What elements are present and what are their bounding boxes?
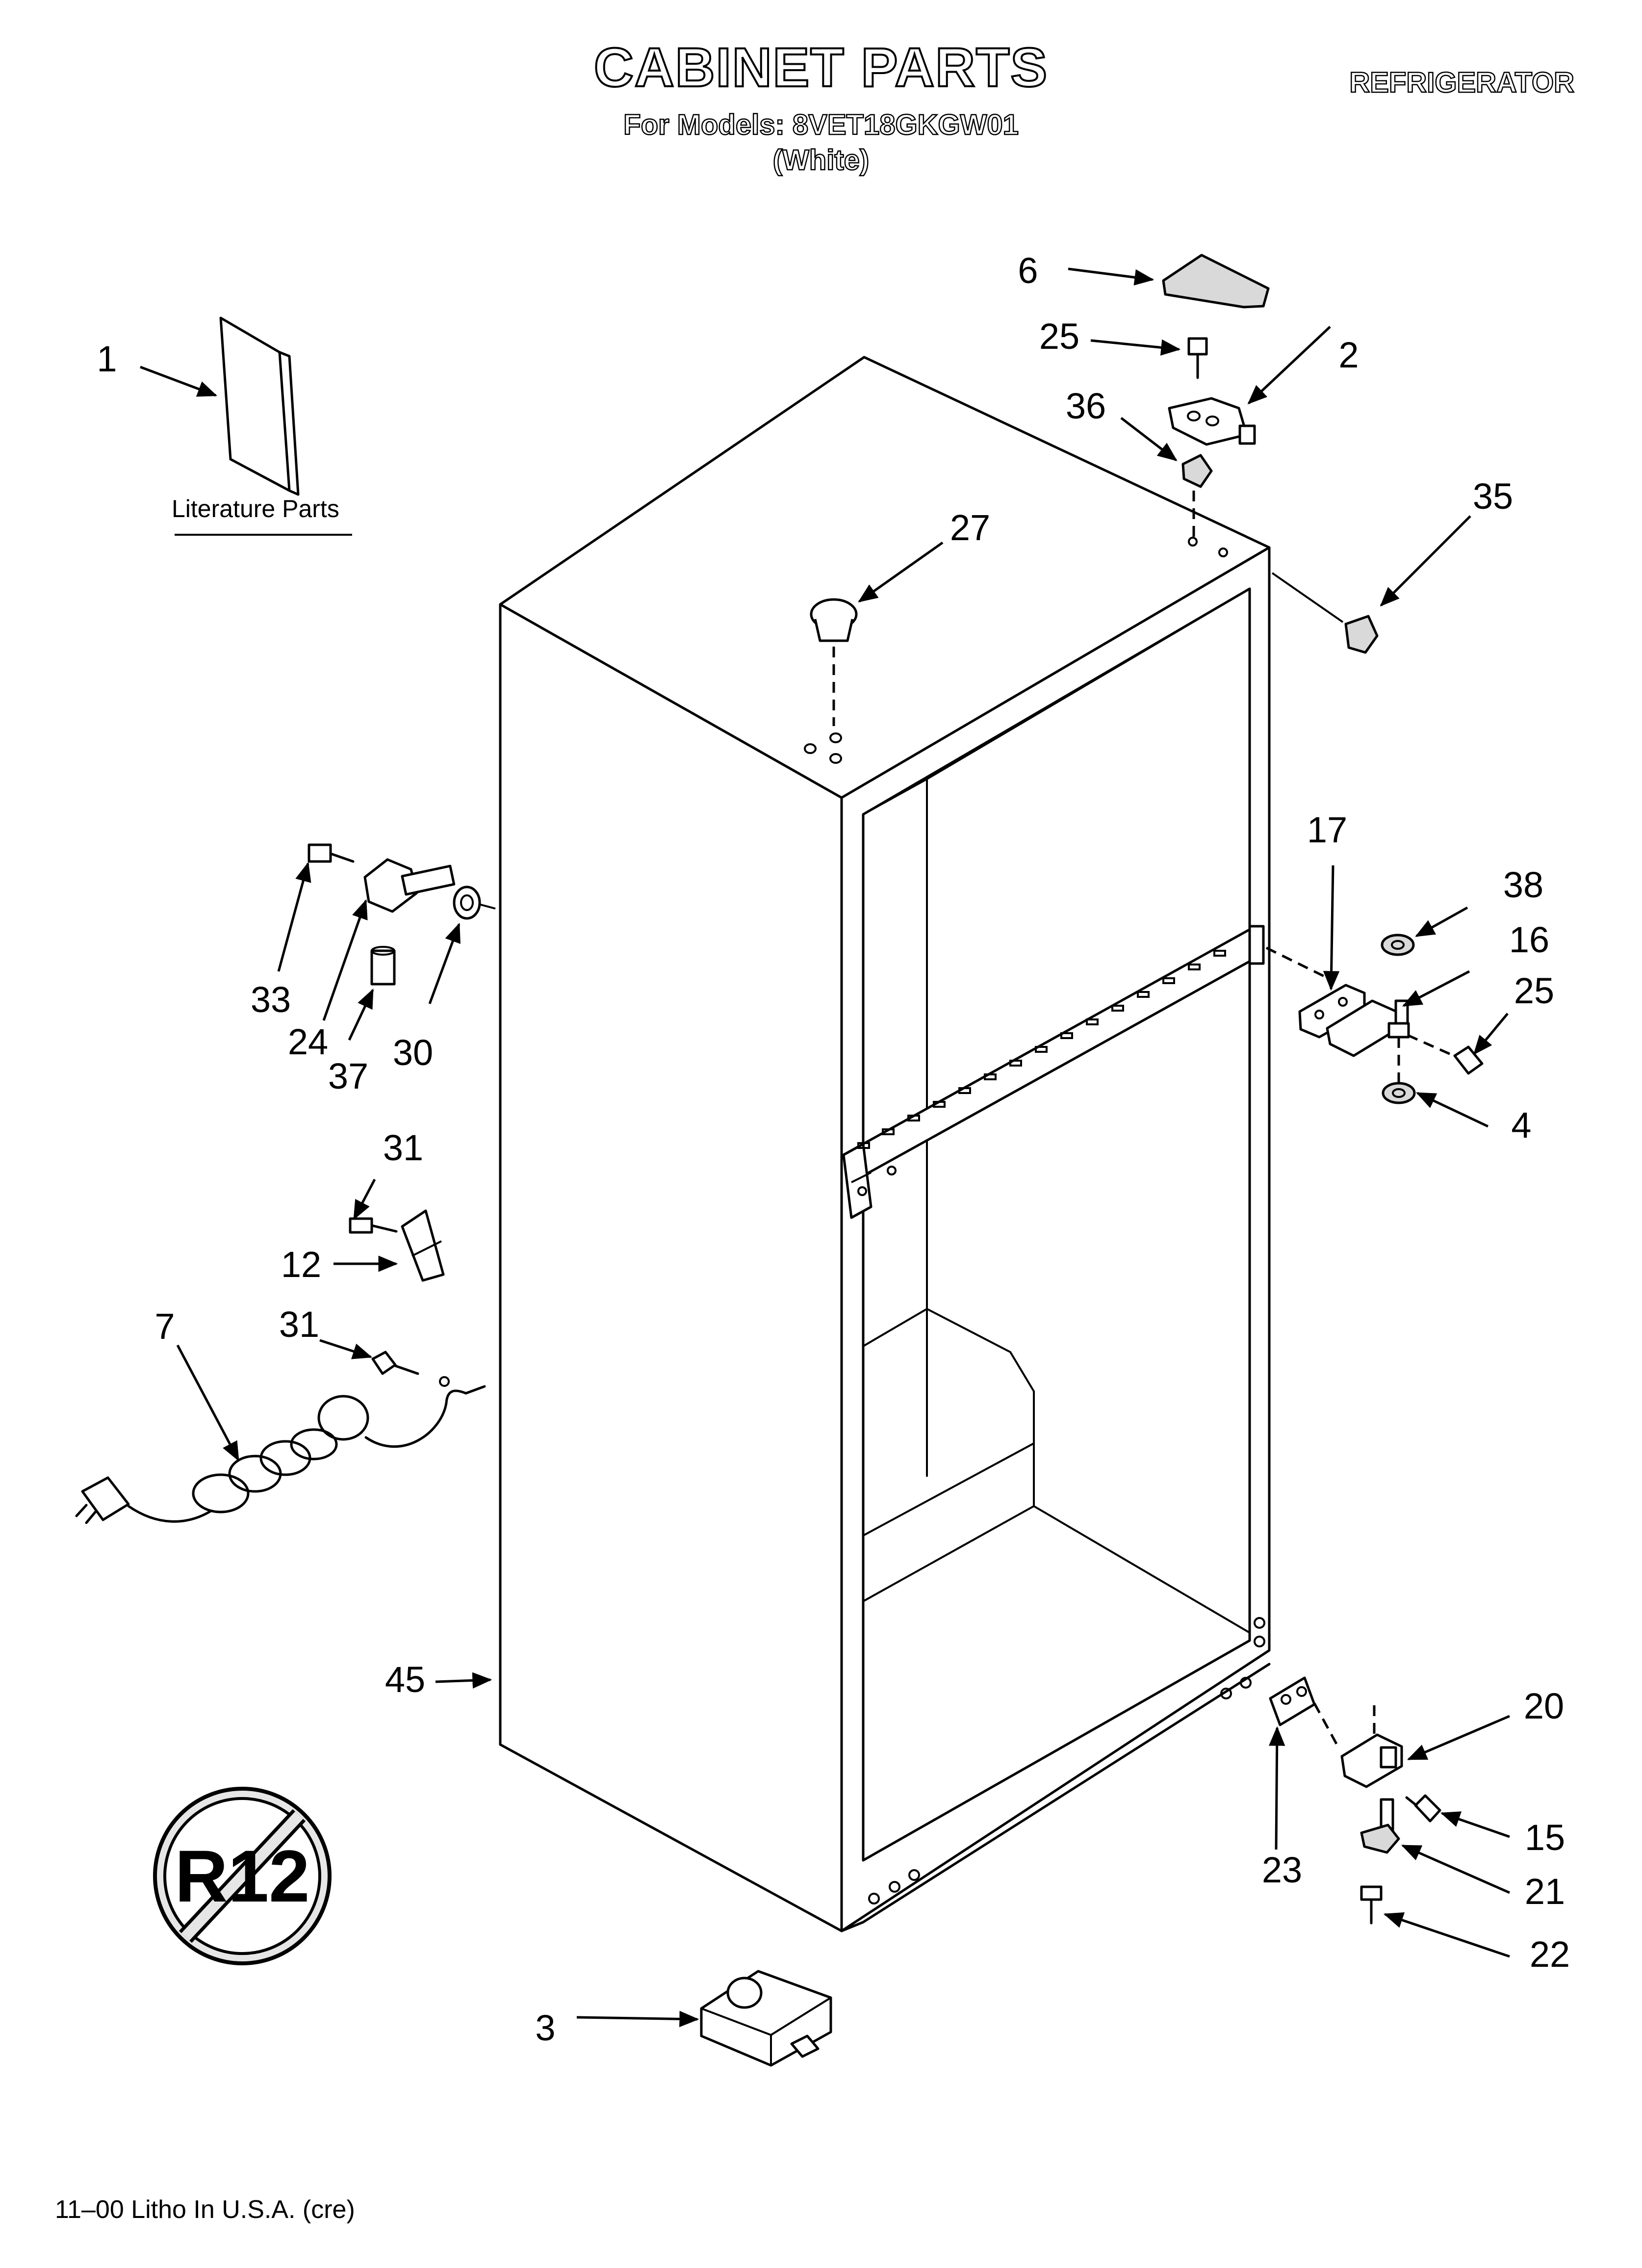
power-cord (75, 1376, 486, 1524)
refrigerator-cabinet (499, 356, 1271, 1932)
callout-27: 27 (949, 507, 991, 548)
callout-12: 12 (281, 1244, 322, 1285)
model-color: (White) (772, 144, 870, 176)
front-roller (700, 1970, 832, 2067)
model-number: For Models: 8VET18GKGW01 (623, 109, 1019, 141)
callout-4: 4 (1511, 1105, 1532, 1146)
top-hinge-shim (1181, 454, 1213, 488)
callout-31-top: 31 (383, 1127, 424, 1168)
callout-20: 20 (1523, 1686, 1565, 1726)
power-cord-clamp (349, 1209, 445, 1282)
no-r12-badge (153, 1787, 332, 1965)
callout-37: 37 (328, 1056, 369, 1096)
top-hinge-cover (1162, 254, 1270, 309)
callout-15: 15 (1524, 1817, 1565, 1858)
hinge-clip (1344, 615, 1379, 654)
bottom-hinge-assembly (1269, 1676, 1441, 1925)
appliance-category: REFRIGERATOR (1349, 67, 1575, 99)
callout-21: 21 (1524, 1871, 1565, 1912)
diagram-title: CABINET PARTS (593, 37, 1049, 98)
callout-25-top: 25 (1039, 316, 1080, 357)
literature-booklet (219, 316, 300, 496)
callout-45: 45 (385, 1659, 426, 1700)
callout-2: 2 (1338, 335, 1359, 375)
door-stop-assembly (308, 843, 496, 986)
callout-7: 7 (154, 1306, 175, 1347)
cord-screw (371, 1351, 419, 1375)
callout-24: 24 (287, 1021, 329, 1062)
callout-36: 36 (1065, 386, 1106, 426)
top-hinge-screw (1187, 337, 1208, 379)
print-footer: 11–00 Litho In U.S.A. (cre) (55, 2195, 355, 2224)
callout-30: 30 (392, 1032, 434, 1073)
callout-25-center: 25 (1514, 970, 1555, 1011)
callout-33: 33 (250, 979, 291, 1020)
callout-6: 6 (1018, 250, 1038, 291)
literature-parts-label: Literature Parts (172, 495, 339, 522)
top-plug (810, 598, 858, 726)
callout-arrows (140, 267, 1511, 2028)
callout-22: 22 (1529, 1934, 1570, 1975)
callout-16: 16 (1509, 919, 1550, 960)
callout-23: 23 (1261, 1850, 1303, 1890)
center-divider-rail (842, 925, 1265, 1219)
top-hinge (1168, 397, 1256, 446)
center-hinge-assembly (1265, 934, 1484, 1104)
literature-parts-underline (175, 534, 352, 536)
callout-35: 35 (1472, 476, 1514, 517)
callout-31-bottom: 31 (279, 1304, 320, 1345)
callout-3: 3 (535, 2007, 556, 2048)
callout-17: 17 (1307, 809, 1348, 850)
callout-1: 1 (97, 339, 117, 379)
r12-badge-text: R12 (175, 1835, 310, 1917)
callout-38: 38 (1503, 864, 1544, 905)
